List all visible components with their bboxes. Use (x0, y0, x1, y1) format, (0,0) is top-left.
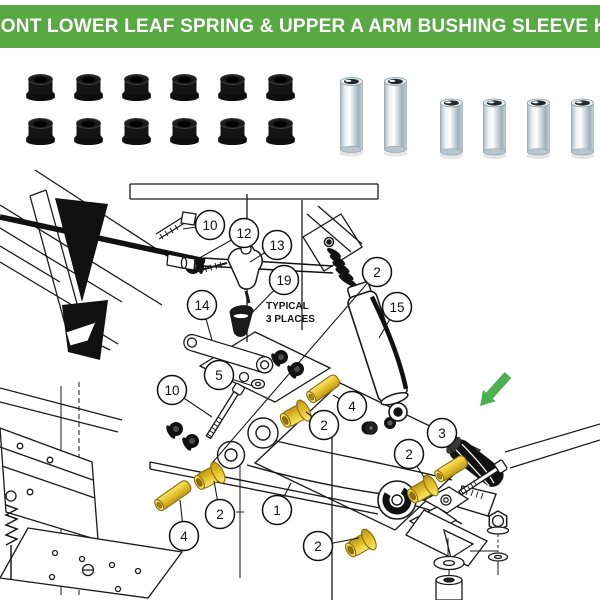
rubber-bushing (266, 118, 295, 145)
callout-leader (182, 226, 196, 230)
rubber-bushing (74, 74, 103, 101)
callout-2: 2 (302, 530, 334, 562)
spring-mount-channel (0, 427, 184, 599)
leaf-spring-edge (0, 198, 334, 360)
rubber-bushings-group (24, 72, 306, 146)
yellow-sleeve (154, 480, 192, 512)
rubber-bushing (26, 118, 55, 145)
yellow-bushing (406, 474, 439, 504)
callout-leader (232, 378, 254, 387)
svg-text:2: 2 (216, 507, 224, 522)
metal-sleeves-group (338, 60, 596, 170)
callout-leader (246, 290, 275, 319)
rubber-bushing (218, 74, 247, 101)
svg-text:12: 12 (236, 226, 251, 241)
callout-leader (213, 480, 218, 500)
callout-leader (416, 465, 425, 478)
rubber-bushing (218, 118, 247, 145)
callout-leader (179, 499, 183, 522)
svg-text:3: 3 (438, 426, 446, 441)
callout-leader (183, 397, 213, 418)
frame-lines (0, 169, 600, 600)
callout-leader (305, 411, 313, 417)
callout-leader (205, 318, 213, 341)
metal-sleeve (439, 98, 463, 159)
yellow-bushing (279, 399, 312, 428)
callout-3: 3 (426, 417, 458, 449)
callout-leader (212, 282, 368, 463)
svg-text:10: 10 (164, 383, 179, 398)
rubber-bushing (170, 74, 199, 101)
rubber-bushing (170, 118, 199, 145)
bushing-row (24, 72, 306, 102)
yellow-bushing (344, 528, 377, 558)
shock-absorber (302, 213, 409, 435)
tie-rod-end-assembly (155, 211, 263, 337)
callout-leader (193, 239, 232, 262)
callout-4: 4 (168, 520, 200, 552)
svg-text:2: 2 (320, 418, 328, 433)
shackle-bracket-hardware (405, 459, 510, 600)
svg-text:4: 4 (180, 529, 188, 544)
yellow-sleeve (434, 455, 469, 483)
svg-text:5: 5 (215, 368, 223, 383)
rubber-bushing (266, 74, 295, 101)
svg-text:10: 10 (202, 218, 217, 233)
callout-leader (448, 445, 457, 459)
metal-sleeve (383, 77, 408, 157)
callout-15: 15 (381, 291, 413, 323)
svg-text:13: 13 (269, 238, 284, 253)
metal-sleeve (483, 98, 507, 159)
note-places: 3 PLACES (266, 314, 315, 325)
callout-2: 2 (393, 438, 425, 470)
svg-text:15: 15 (389, 300, 404, 315)
callout-5: 5 (203, 359, 235, 391)
callout-2: 2 (361, 256, 393, 288)
yellow-bushing (193, 461, 226, 490)
svg-text:2: 2 (405, 447, 413, 462)
svg-text:14: 14 (194, 298, 210, 313)
note-typical: TYPICAL (266, 301, 309, 312)
callout-1: 1 (261, 494, 293, 526)
title-banner: FRONT LOWER LEAF SPRING & UPPER A ARM BU… (0, 5, 600, 48)
svg-text:1: 1 (273, 503, 281, 518)
callout-leader (283, 482, 292, 498)
callout-14: 14 (186, 289, 218, 321)
green-arrow-icon (480, 372, 512, 406)
callout-leader (378, 319, 391, 339)
metal-sleeve (570, 98, 595, 159)
rubber-bushing (26, 74, 55, 101)
control-link-assembly (183, 333, 274, 440)
callout-10: 10 (194, 209, 226, 241)
callout-12: 12 (228, 217, 260, 249)
rubber-bushing (122, 74, 151, 101)
yellow-sleeve (306, 374, 341, 404)
svg-text:19: 19 (276, 273, 291, 288)
metal-sleeve (339, 77, 364, 157)
callout-2: 2 (204, 498, 236, 530)
callout-2: 2 (308, 409, 340, 441)
rubber-bushing (74, 118, 103, 145)
callout-4: 4 (336, 390, 368, 422)
bushing-row (24, 116, 306, 146)
rubber-bushing (122, 118, 151, 145)
callout-leader (332, 537, 360, 544)
callout-19: 19 (268, 264, 300, 296)
metal-sleeve (526, 98, 551, 159)
callout-10: 10 (156, 374, 188, 406)
callout-leader (249, 252, 266, 263)
svg-text:2: 2 (314, 539, 322, 554)
svg-text:4: 4 (348, 399, 356, 414)
svg-text:2: 2 (373, 265, 381, 280)
callout-13: 13 (261, 229, 293, 261)
page-title: FRONT LOWER LEAF SPRING & UPPER A ARM BU… (0, 15, 600, 37)
control-arm-and-spring (149, 417, 504, 525)
callout-leader (332, 394, 340, 400)
